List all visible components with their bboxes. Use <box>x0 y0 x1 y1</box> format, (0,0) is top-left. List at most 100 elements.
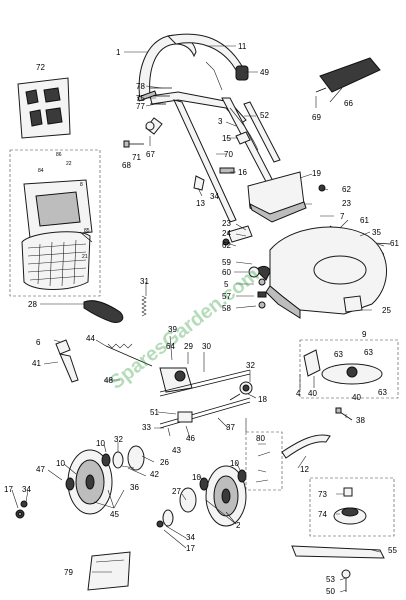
throttle-66 <box>315 57 381 93</box>
callout-52: 52 <box>260 111 269 120</box>
callout-47: 47 <box>36 465 45 474</box>
height-lever-60 <box>248 265 271 309</box>
collector-box: 86 84 22 8 85 21 <box>9 149 101 297</box>
callout-3: 3 <box>218 117 223 126</box>
leader-lines <box>11 45 385 593</box>
svg-text:21: 21 <box>82 254 88 260</box>
callout-29: 29 <box>184 342 193 351</box>
svg-text:8: 8 <box>80 182 83 188</box>
bolt-38 <box>335 407 353 421</box>
callout-39: 39 <box>168 325 177 334</box>
callout-27: 27 <box>172 487 181 496</box>
callout-66: 66 <box>344 99 353 108</box>
callout-38: 38 <box>356 416 365 425</box>
callout-10-mid: 10 <box>192 473 201 482</box>
callout-26: 26 <box>160 458 169 467</box>
cable-set-80 <box>245 431 331 491</box>
drive-unit <box>105 343 251 397</box>
callout-41: 41 <box>32 359 41 368</box>
callout-49: 49 <box>260 68 269 77</box>
callout-34-left: 34 <box>22 485 31 494</box>
callout-32-lower: 32 <box>114 435 123 444</box>
callout-71: 71 <box>132 153 141 162</box>
callout-25: 25 <box>382 306 391 315</box>
clip-13 <box>193 175 205 191</box>
callout-72: 72 <box>36 63 45 72</box>
callout-36: 36 <box>130 483 139 492</box>
callout-1: 1 <box>116 48 121 57</box>
callout-10-right: 10 <box>230 459 239 468</box>
callout-40-upper: 40 <box>308 389 317 398</box>
callout-labels: 1 11 49 72 66 69 78 75 77 52 3 15 67 71 … <box>4 42 399 596</box>
callout-28: 28 <box>28 300 37 309</box>
mower-deck <box>265 226 387 319</box>
callout-24: 24 <box>222 229 231 238</box>
callout-13: 13 <box>196 199 205 208</box>
brake-set-9 <box>299 339 399 399</box>
blade-bolt-53-50 <box>341 569 351 592</box>
svg-text:84: 84 <box>38 168 44 174</box>
callout-12: 12 <box>300 465 309 474</box>
callout-61-upper: 61 <box>360 216 369 225</box>
callout-63-left: 63 <box>334 350 343 359</box>
spring-31 <box>141 295 147 317</box>
callout-80: 80 <box>256 434 265 443</box>
callout-59: 59 <box>222 258 231 267</box>
callout-11: 11 <box>238 42 247 51</box>
svg-text:85: 85 <box>84 228 90 234</box>
blade-adaptor <box>309 477 395 537</box>
callout-51: 51 <box>150 408 159 417</box>
callout-23-top: 23 <box>342 199 351 208</box>
callout-78: 78 <box>136 82 145 91</box>
rear-flap-19 <box>247 171 307 223</box>
callout-43: 43 <box>172 446 181 455</box>
callout-9: 9 <box>362 330 367 339</box>
callout-46: 46 <box>186 434 195 443</box>
lever-6-41 <box>55 339 79 383</box>
callout-19: 19 <box>312 169 321 178</box>
callout-61-lower: 61 <box>390 239 399 248</box>
cable-clip <box>145 117 163 135</box>
hub-parts <box>65 445 247 527</box>
callout-60: 60 <box>222 268 231 277</box>
callout-63-top: 63 <box>364 348 373 357</box>
callout-70: 70 <box>224 150 233 159</box>
rear-axle-37 <box>159 397 251 429</box>
bolt-68 <box>123 140 144 148</box>
callout-44: 44 <box>86 334 95 343</box>
callout-40-lower: 40 <box>352 393 361 402</box>
callout-75: 75 <box>136 94 145 103</box>
callout-74: 74 <box>318 510 327 519</box>
callout-42: 42 <box>150 470 159 479</box>
callout-45: 45 <box>110 510 119 519</box>
callout-63-right: 63 <box>378 388 387 397</box>
callout-50: 50 <box>326 587 335 596</box>
nuts-17-34 <box>15 500 164 528</box>
callout-16: 16 <box>238 168 247 177</box>
callout-34-bottom: 34 <box>186 533 195 542</box>
callout-73: 73 <box>318 490 327 499</box>
callout-79: 79 <box>64 568 73 577</box>
callout-62-top: 62 <box>342 185 351 194</box>
svg-text:86: 86 <box>56 152 62 158</box>
callout-31: 31 <box>140 277 149 286</box>
knob-15 <box>235 131 251 145</box>
callout-17-bottom: 17 <box>186 544 195 553</box>
callout-34-top: 34 <box>210 192 219 201</box>
callout-4: 4 <box>296 389 301 398</box>
callout-2: 2 <box>236 521 241 530</box>
svg-text:22: 22 <box>66 161 72 167</box>
callout-58: 58 <box>222 304 231 313</box>
callout-48: 48 <box>104 376 113 385</box>
callout-69: 69 <box>312 113 321 122</box>
callout-10-left: 10 <box>56 459 65 468</box>
belt-28 <box>83 300 124 323</box>
callout-30: 30 <box>202 342 211 351</box>
callout-5: 5 <box>224 280 229 289</box>
callout-23-mid: 23 <box>222 219 231 228</box>
callout-17-left: 17 <box>4 485 13 494</box>
callout-77: 77 <box>136 102 145 111</box>
callout-64: 64 <box>166 342 175 351</box>
